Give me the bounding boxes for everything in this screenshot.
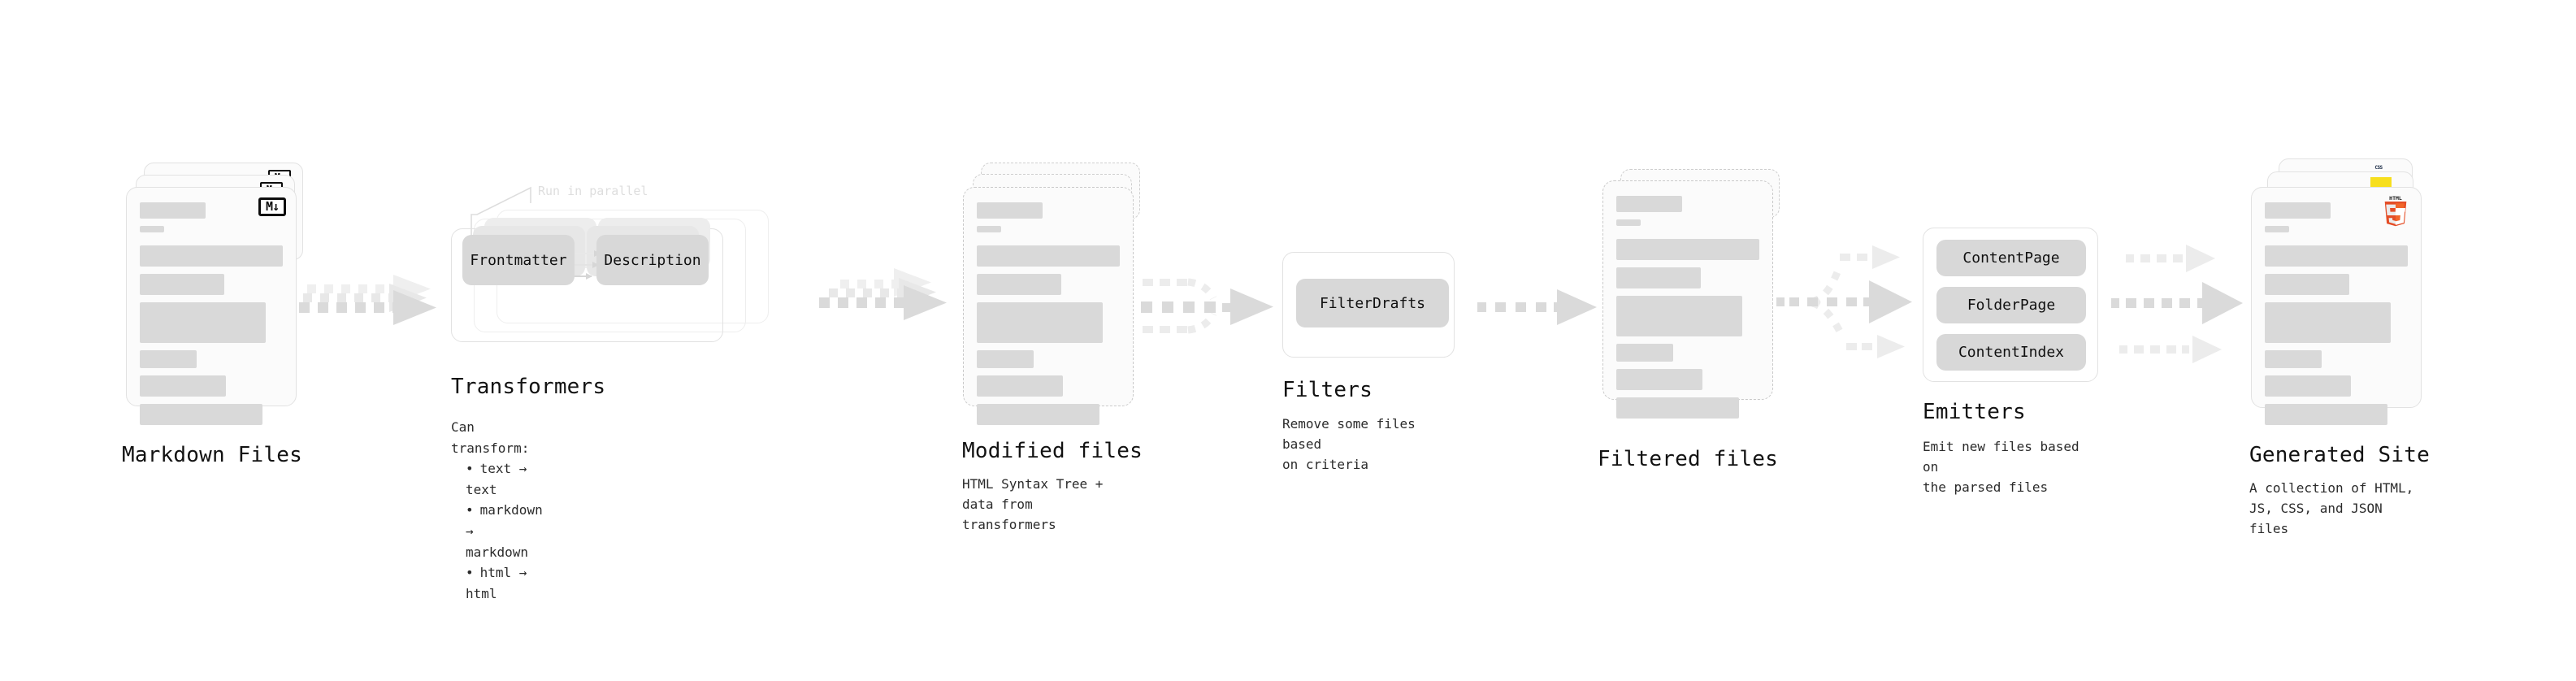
skeleton-line	[977, 302, 1103, 343]
skeleton-line	[977, 245, 1120, 267]
skeleton-line	[2265, 202, 2331, 219]
arrow-filters-to-filtered-files	[1477, 289, 1597, 325]
skeleton-line	[2265, 350, 2322, 368]
skeleton-line	[140, 202, 206, 219]
filters-group-box: FilterDrafts	[1282, 252, 1455, 358]
stage-desc-generated-site: A collection of HTML, JS, CSS, and JSON …	[2249, 480, 2414, 536]
markdown-file-front-wrap: M↓	[126, 187, 297, 425]
stage-desc-transformers: Can transform: text → text markdown → ma…	[451, 417, 543, 604]
arrow-emitters-to-generated-site	[2111, 245, 2243, 363]
run-in-parallel-label: Run in parallel	[538, 184, 648, 198]
skeleton-line	[1616, 219, 1641, 226]
run-in-parallel-bracket	[471, 186, 531, 236]
modified-file-card	[963, 187, 1134, 425]
skeleton-line	[2265, 404, 2388, 425]
html5-badge-icon: HTML	[2382, 196, 2409, 230]
transformer-group-box: Frontmatter Description	[451, 218, 723, 342]
html5-shield-svg	[2384, 202, 2407, 227]
skeleton-line	[2265, 226, 2289, 232]
stage-filtered-files: Filtered files	[1598, 163, 1780, 471]
generated-site-stack: CSS HTML	[2251, 158, 2422, 425]
generated-site-front-wrap: HTML	[2251, 187, 2422, 425]
skeleton-line	[2265, 302, 2391, 343]
skeleton-line	[1616, 239, 1759, 260]
skeleton-line	[977, 350, 1034, 368]
transformer-flow-arrow	[572, 250, 601, 256]
emitters-group-box: ContentPage FolderPage ContentIndex	[1923, 228, 2098, 382]
arrow-modified-files-to-filters	[1141, 278, 1273, 334]
stage-emitters: ContentPage FolderPage ContentIndex Emit…	[1923, 228, 2098, 495]
skeleton-line	[140, 350, 197, 368]
transformer-flow-arrow	[570, 262, 599, 267]
skeleton-line	[2265, 375, 2351, 397]
skeleton-line	[1616, 296, 1742, 336]
stage-desc-emitters: Emit new files based on the parsed files	[1923, 439, 2079, 495]
skeleton-line	[140, 274, 224, 295]
skeleton-line	[977, 404, 1100, 425]
list-item: html → html	[466, 562, 543, 604]
transformer-chip-frontmatter[interactable]: Frontmatter	[462, 235, 575, 285]
filtered-file-card	[1602, 180, 1773, 419]
skeleton-line	[2265, 274, 2349, 295]
transformer-chip-description[interactable]: Description	[596, 235, 709, 285]
skeleton-line	[140, 375, 226, 397]
emitter-chip-contentindex[interactable]: ContentIndex	[1936, 334, 2086, 371]
transformer-flow-arrow	[561, 273, 592, 279]
stage-desc-modified-files: HTML Syntax Tree + data from transformer…	[962, 476, 1104, 532]
skeleton-line	[977, 375, 1063, 397]
skeleton-line	[1616, 196, 1682, 212]
skeleton-line	[977, 202, 1043, 219]
filter-chip-filterdrafts[interactable]: FilterDrafts	[1296, 279, 1449, 327]
filtered-file-stack	[1602, 163, 1780, 419]
skeleton-line	[977, 274, 1061, 295]
markdown-file-stack: M↓ M↓ M↓	[126, 163, 303, 425]
stage-filters: FilterDrafts Filters Remove some files b…	[1282, 252, 1455, 472]
filtered-file-front-wrap	[1602, 180, 1773, 419]
skeleton-line	[140, 302, 266, 343]
stage-desc-filters: Remove some files based on criteria	[1282, 416, 1416, 472]
skeleton-line	[2265, 245, 2408, 267]
stage-title-modified-files: Modified files	[962, 439, 1143, 463]
transformers-desc-heading: Can transform:	[451, 419, 530, 456]
skeleton-line	[1616, 369, 1702, 390]
stage-title-filters: Filters	[1282, 378, 1373, 402]
stage-title-emitters: Emitters	[1923, 400, 2026, 424]
arrow-markdown-to-transformers	[299, 275, 436, 325]
stage-title-transformers: Transformers	[451, 375, 606, 399]
generated-site-card: HTML	[2251, 187, 2422, 425]
markdown-badge-icon: M↓	[258, 197, 286, 216]
stage-title-filtered-files: Filtered files	[1598, 447, 1778, 471]
stage-modified-files: Modified files HTML Syntax Tree + data f…	[962, 163, 1143, 532]
skeleton-line	[1616, 397, 1740, 419]
stage-title-generated-site: Generated Site	[2249, 443, 2430, 467]
transformers-desc-items: text → text markdown → markdown html → h…	[451, 458, 543, 604]
html5-badge-label: HTML	[2389, 195, 2402, 202]
modified-file-stack	[963, 163, 1140, 425]
emitter-chip-folderpage[interactable]: FolderPage	[1936, 287, 2086, 323]
skeleton-line	[1616, 267, 1701, 288]
emitter-chip-contentpage[interactable]: ContentPage	[1936, 240, 2086, 276]
list-item: markdown → markdown	[466, 500, 543, 562]
stage-generated-site: CSS HTML	[2249, 158, 2430, 536]
skeleton-line	[1616, 344, 1674, 362]
stage-title-markdown-files: Markdown Files	[122, 443, 302, 467]
markdown-file-card: M↓	[126, 187, 297, 425]
css-badge-label: CSS	[2374, 165, 2383, 171]
skeleton-line	[140, 245, 283, 267]
list-item: text → text	[466, 458, 543, 500]
stage-markdown-files: M↓ M↓ M↓ Markdown Files	[122, 163, 303, 467]
skeleton-line	[140, 226, 164, 232]
arrow-filtered-files-to-emitters	[1776, 245, 1912, 358]
modified-file-front-wrap	[963, 187, 1134, 425]
skeleton-line	[977, 226, 1001, 232]
skeleton-line	[140, 404, 263, 425]
arrow-transformers-to-modified-files	[819, 268, 947, 320]
